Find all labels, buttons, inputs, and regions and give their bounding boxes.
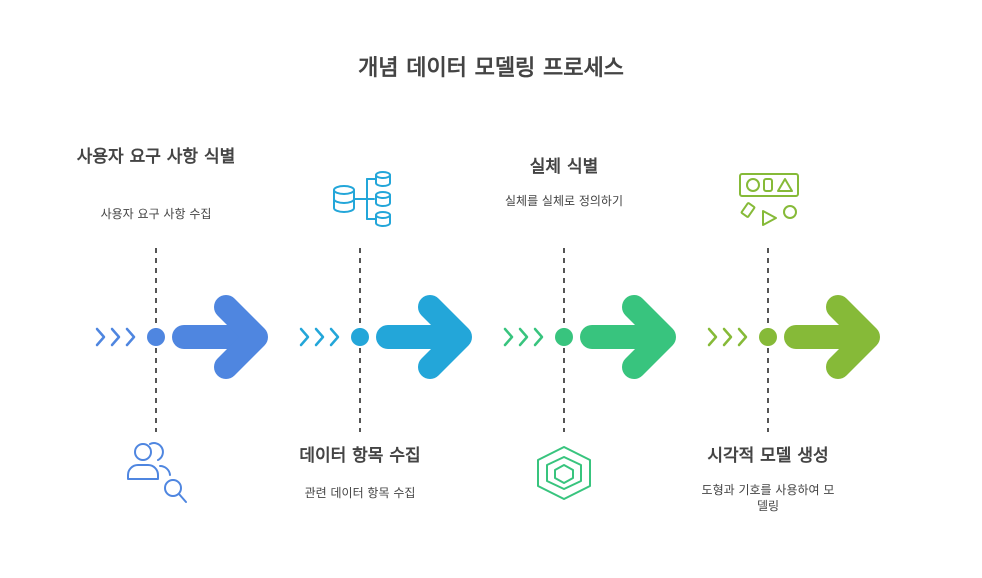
- step-3-flow: [503, 295, 676, 379]
- step-3-title: 실체 식별: [529, 157, 599, 177]
- chevron-icon: [737, 327, 748, 347]
- chevron-icon: [707, 327, 718, 347]
- step-3-description: 실체를 실체로 정의하기: [504, 194, 624, 208]
- chevron-icon: [110, 327, 121, 347]
- step-2-node: [351, 328, 369, 346]
- hexagon-icon: [537, 446, 591, 500]
- chevron-icon: [125, 327, 136, 347]
- users-search-icon: [127, 442, 187, 503]
- chevron-icon: [722, 327, 733, 347]
- step-1-node: [147, 328, 165, 346]
- chevron-icon: [533, 327, 544, 347]
- step-4-flow: [707, 295, 880, 379]
- database-icon: [333, 171, 391, 227]
- step-2-arrow-head: [418, 295, 472, 379]
- step-4-arrow-head: [826, 295, 880, 379]
- chevron-icon: [314, 327, 325, 347]
- step-2-description: 관련 데이터 항목 수집: [304, 486, 416, 500]
- step-3-arrow-head: [622, 295, 676, 379]
- step-1-flow: [95, 295, 268, 379]
- chevron-icon: [518, 327, 529, 347]
- shapes-icon: [739, 173, 799, 226]
- chevron-icon: [299, 327, 310, 347]
- step-4-node: [759, 328, 777, 346]
- chevron-icon: [503, 327, 514, 347]
- step-1-arrow-head: [214, 295, 268, 379]
- step-2-title: 데이터 항목 수집: [299, 446, 421, 466]
- step-1-description: 사용자 요구 사항 수집: [100, 207, 212, 221]
- chevron-icon: [95, 327, 106, 347]
- step-2-flow: [299, 295, 472, 379]
- step-4-title: 시각적 모델 생성: [707, 446, 829, 466]
- step-3-node: [555, 328, 573, 346]
- step-4-description: 도형과 기호를 사용하여 모델링: [701, 483, 835, 513]
- chevron-icon: [329, 327, 340, 347]
- diagram-title: 개념 데이터 모델링 프로세스: [358, 56, 624, 81]
- step-1-title: 사용자 요구 사항 식별: [76, 147, 236, 167]
